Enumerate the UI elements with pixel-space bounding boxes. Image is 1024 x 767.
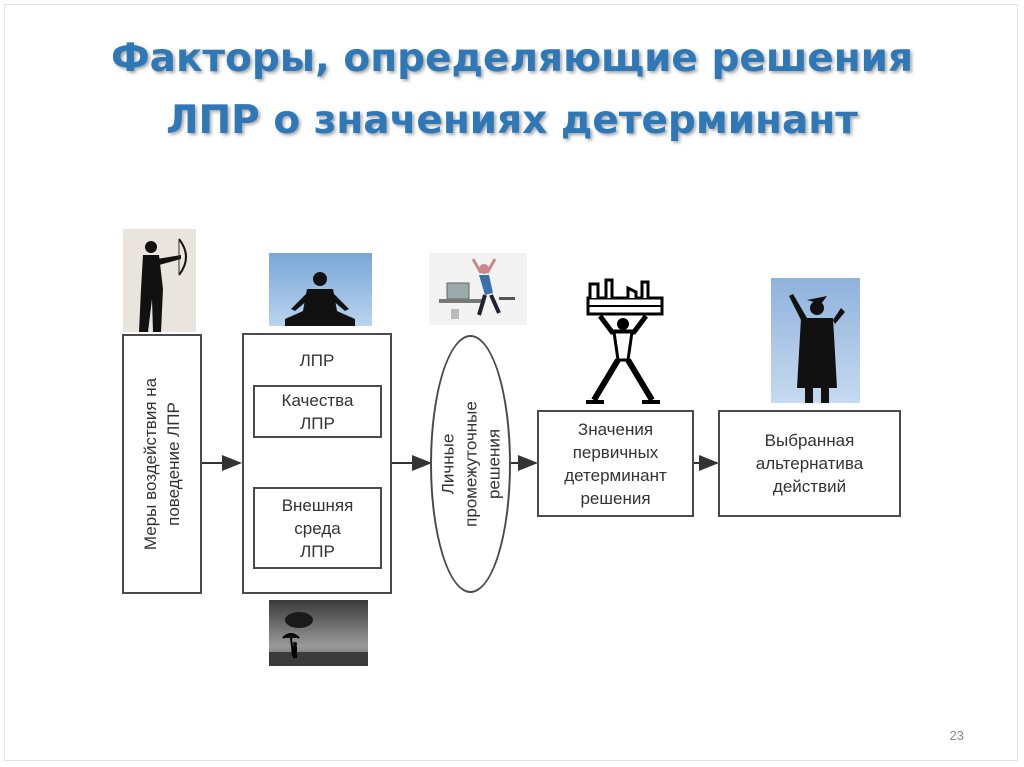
- personal-line-1: Личные: [438, 433, 457, 495]
- person-umbrella-field-photo: [269, 600, 368, 666]
- meditating-person-photo: [269, 253, 372, 326]
- dm-qualities-box: Качества ЛПР: [253, 385, 382, 438]
- chosen-box: Выбранная альтернатива действий: [718, 410, 901, 517]
- primary-line-1: Значения: [577, 419, 654, 439]
- primary-line-3: детерминант: [564, 465, 667, 485]
- atlas-factory-clipart: [576, 276, 671, 406]
- measures-line-2: поведение ЛПР: [164, 402, 183, 526]
- primary-box: Значения первичных детерминант решения: [537, 410, 694, 517]
- archer-silhouette-photo: [123, 229, 196, 332]
- qualities-line-2: ЛПР: [300, 413, 335, 433]
- chosen-line-1: Выбранная: [764, 431, 855, 450]
- environment-line-3: ЛПР: [300, 541, 335, 561]
- title-line-2: ЛПР о значениях детерминант: [166, 98, 858, 143]
- title-line-1: Факторы, определяющие решения: [110, 36, 914, 81]
- office-worker-photo: [429, 253, 527, 325]
- chosen-line-2: альтернатива: [755, 454, 864, 473]
- environment-line-1: Внешняя: [281, 495, 354, 515]
- slide-title: Факторы, определяющие решения ЛПР о знач…: [0, 28, 1024, 152]
- personal-line-2: промежуточные: [461, 401, 480, 527]
- primary-line-4: решения: [580, 488, 651, 508]
- page-number: 23: [949, 728, 964, 743]
- personal-line-3: решения: [484, 428, 503, 500]
- personal-ellipse: Личные промежуточные решения: [430, 335, 511, 593]
- qualities-line-1: Качества: [281, 390, 354, 410]
- measures-text: Меры воздействия на поведение ЛПР: [139, 378, 185, 550]
- dm-environment-box: Внешняя среда ЛПР: [253, 487, 382, 569]
- measures-line-1: Меры воздействия на: [141, 377, 160, 551]
- environment-line-2: среда: [294, 518, 341, 538]
- primary-line-2: первичных: [572, 442, 659, 462]
- dm-label: ЛПР: [299, 351, 335, 370]
- graduate-silhouette-photo: [771, 278, 860, 403]
- personal-text: Личные промежуточные решения: [436, 401, 505, 527]
- chosen-line-3: действий: [772, 477, 847, 496]
- slide-frame: [4, 4, 1018, 761]
- measures-box: Меры воздействия на поведение ЛПР: [122, 334, 202, 594]
